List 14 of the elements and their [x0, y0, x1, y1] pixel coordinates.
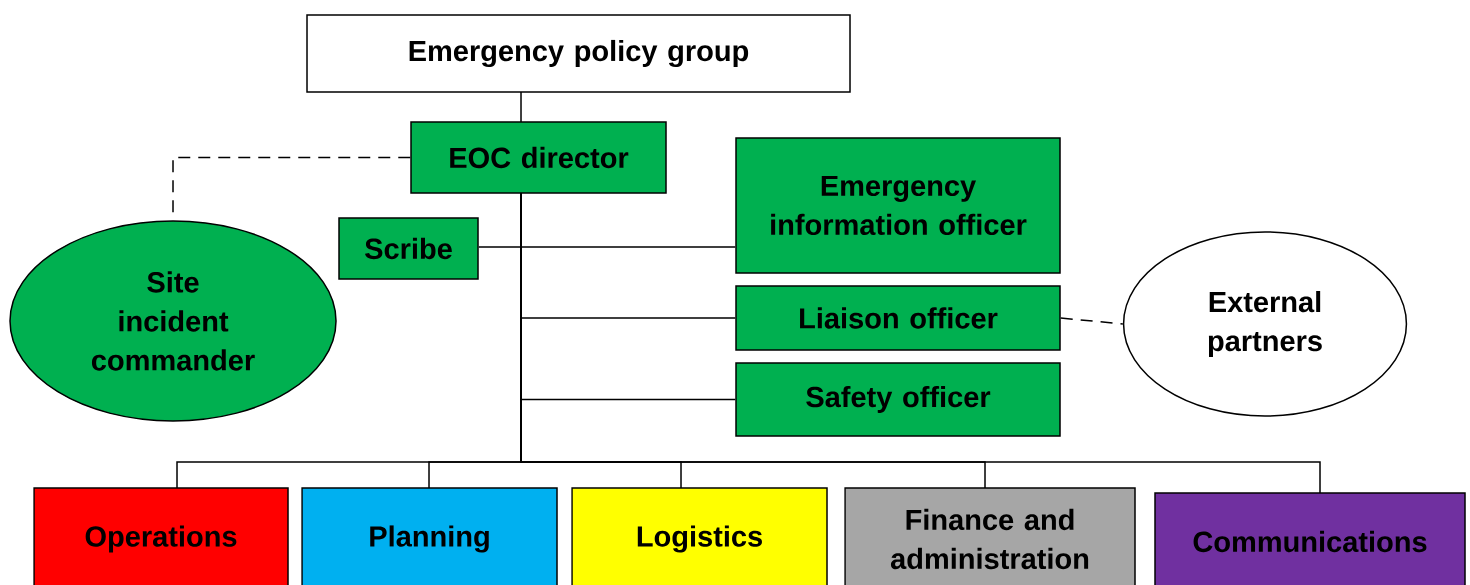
connector-line	[520, 192, 1321, 494]
role-box: Liaison officer	[735, 285, 1061, 351]
role-box: Safety officer	[735, 362, 1061, 437]
section-box: Finance and administration	[844, 487, 1136, 585]
section-box: Operations	[33, 487, 289, 585]
role-box: Emergency information officer	[735, 137, 1061, 274]
role-box: Scribe	[338, 217, 479, 280]
connector-line	[1060, 317, 1124, 325]
connector-line	[520, 91, 522, 123]
role-box: EOC director	[410, 121, 667, 194]
section-box: Communications	[1154, 492, 1466, 585]
section-box: Planning	[301, 487, 558, 585]
section-box: Logistics	[571, 487, 828, 585]
title-box: Emergency policy group	[306, 14, 851, 93]
